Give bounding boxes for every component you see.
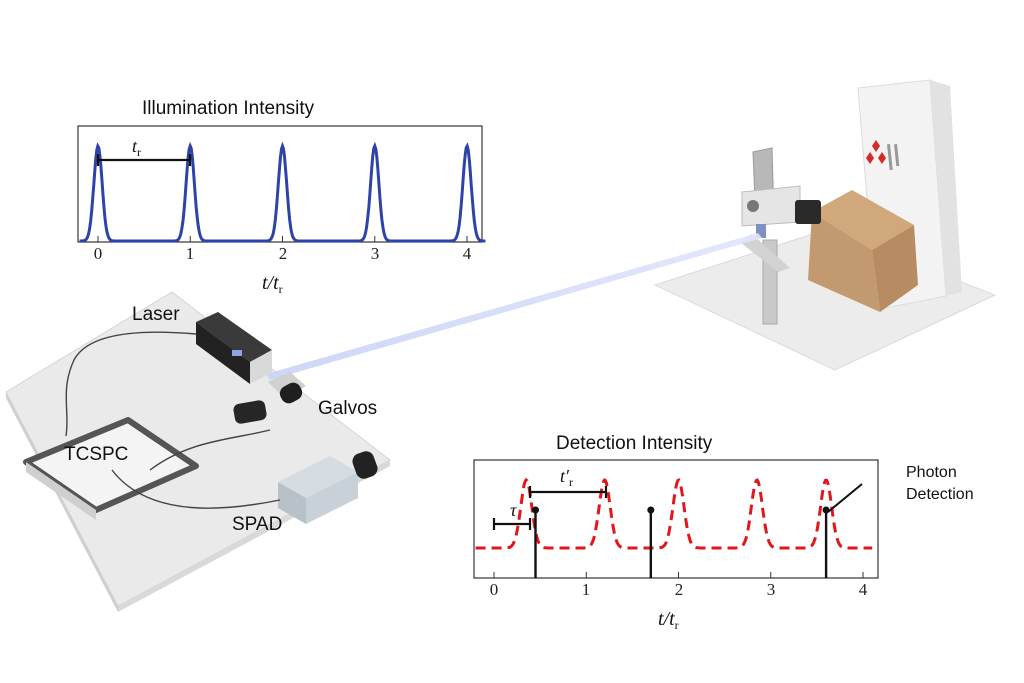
photon-detection-pointer	[827, 483, 863, 513]
tcspc-device	[23, 417, 199, 520]
galvo-stand	[740, 147, 821, 325]
laser-device	[196, 312, 272, 384]
laser-beam	[266, 233, 762, 380]
illumination-x-axis-label: t/tr	[262, 272, 283, 296]
tcspc-label: TCSPC	[64, 444, 129, 465]
illumination-x-tick: 1	[185, 244, 195, 263]
cables	[65, 331, 281, 509]
detection-x-tick: 3	[766, 580, 776, 599]
spad-label: SPAD	[232, 514, 283, 535]
illumination-plot-title: Illumination Intensity	[142, 98, 315, 119]
illumination-plot-frame	[77, 125, 483, 243]
detection-x-tick: 1	[581, 580, 591, 599]
galvo-mirrors	[233, 372, 306, 424]
cardboard-box-target	[808, 190, 918, 312]
illumination-series-line	[79, 141, 486, 243]
illumination-x-tick: 4	[462, 244, 472, 263]
company-logo-mark	[866, 140, 900, 171]
detection-x-axis-label: t/tr	[658, 608, 679, 632]
detection-x-tick: 0	[489, 580, 499, 599]
photon-detection-dot	[647, 506, 655, 514]
photon-detection-label: Photon Detection	[906, 464, 974, 503]
detection-series-line	[475, 477, 873, 550]
tr-interval-label: tr	[132, 136, 142, 159]
illumination-x-tick: 0	[93, 244, 103, 263]
laser-label: Laser	[132, 304, 180, 325]
detection-x-tick: 4	[858, 580, 868, 599]
illumination-x-tick: 2	[278, 244, 288, 263]
illumination-x-tick: 3	[370, 244, 380, 263]
detection-plot	[473, 459, 879, 579]
spad-detector	[278, 451, 378, 524]
detection-plot-frame	[473, 459, 879, 579]
photon-detection-dot	[532, 506, 540, 514]
detection-x-tick: 2	[674, 580, 684, 599]
tr-prime-interval-label: t′r	[560, 466, 573, 489]
galvos-label: Galvos	[318, 398, 378, 419]
tau-label: τ	[510, 500, 517, 520]
illumination-plot	[77, 125, 486, 243]
detection-plot-title: Detection Intensity	[556, 433, 713, 454]
